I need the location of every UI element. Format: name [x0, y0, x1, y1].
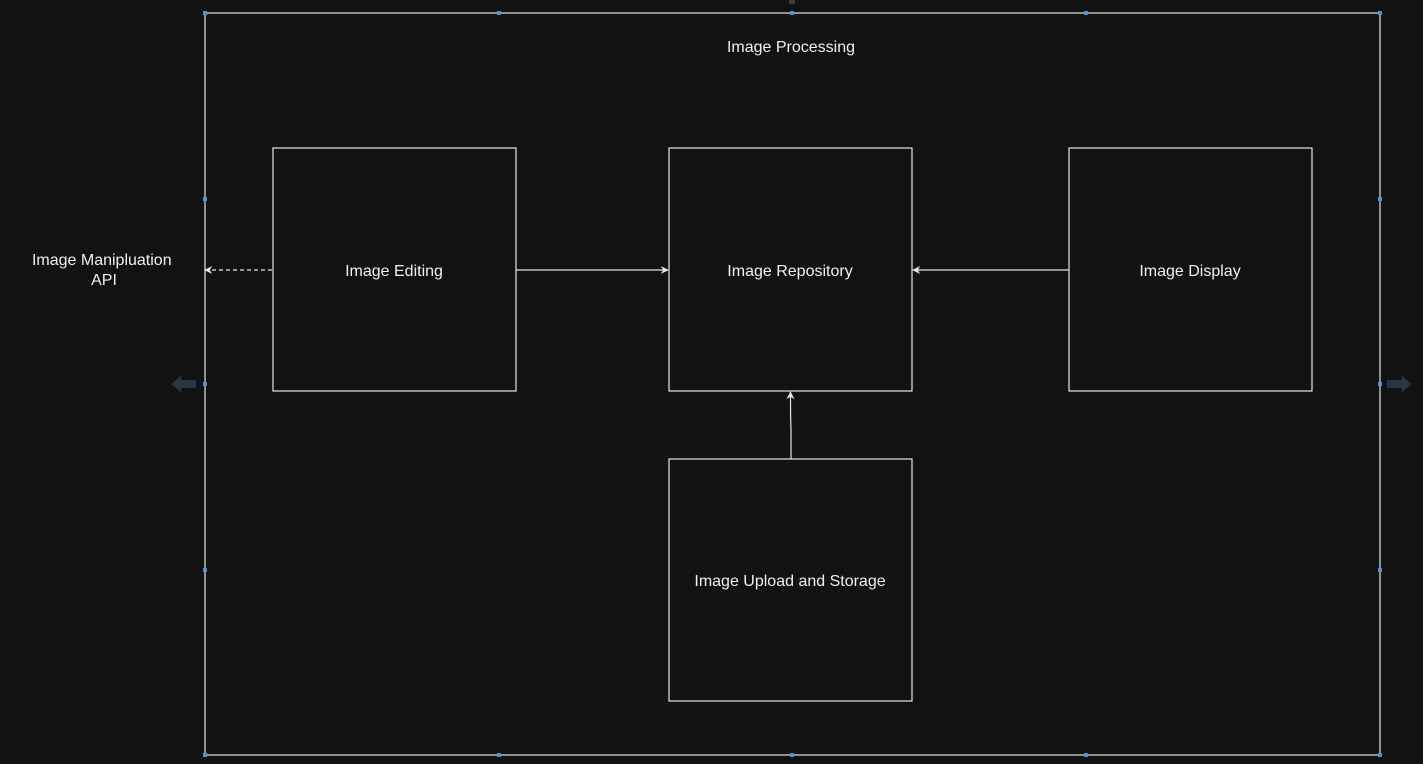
- api-label: Image Manipluation API: [32, 252, 176, 289]
- image-upload-box[interactable]: [668, 458, 913, 702]
- handle-right-3[interactable]: [1378, 568, 1382, 572]
- handle-right-center[interactable]: [1378, 382, 1382, 386]
- image-display-label: Image Display: [1139, 263, 1240, 280]
- handle-left-center[interactable]: [203, 382, 207, 386]
- handle-top-center[interactable]: [790, 11, 794, 15]
- image-display-box[interactable]: [1068, 147, 1313, 392]
- rotate-handle[interactable]: [789, 0, 795, 4]
- handle-top-3[interactable]: [1084, 11, 1088, 15]
- handle-bottom-left[interactable]: [203, 753, 207, 757]
- handle-top-right[interactable]: [1378, 11, 1382, 15]
- expand-left-arrow-icon[interactable]: [171, 376, 196, 392]
- node-image-editing[interactable]: Image Editing: [272, 147, 517, 392]
- node-image-display[interactable]: Image Display: [1068, 147, 1313, 392]
- node-image-repository[interactable]: Image Repository: [668, 147, 913, 392]
- expand-right-arrow-icon[interactable]: [1387, 376, 1412, 392]
- handle-right-1[interactable]: [1378, 197, 1382, 201]
- image-upload-label: Image Upload and Storage: [694, 573, 885, 590]
- image-editing-box[interactable]: [272, 147, 517, 392]
- container-title: Image Processing: [727, 39, 855, 56]
- node-image-upload-storage[interactable]: Image Upload and Storage: [668, 458, 913, 702]
- image-editing-label: Image Editing: [345, 263, 443, 280]
- handle-bottom-3[interactable]: [1084, 753, 1088, 757]
- handle-bottom-1[interactable]: [497, 753, 501, 757]
- api-label-line1: Image Manipluation: [32, 252, 172, 269]
- handle-top-left[interactable]: [203, 11, 207, 15]
- handle-left-3[interactable]: [203, 568, 207, 572]
- handle-bottom-center[interactable]: [790, 753, 794, 757]
- selection-handles[interactable]: [203, 0, 1382, 757]
- handle-left-1[interactable]: [203, 197, 207, 201]
- image-repository-box[interactable]: [668, 147, 913, 392]
- image-repository-label: Image Repository: [727, 263, 852, 280]
- api-label-line2: API: [91, 272, 117, 289]
- handle-top-1[interactable]: [497, 11, 501, 15]
- handle-bottom-right[interactable]: [1378, 753, 1382, 757]
- edge-upload-to-repository[interactable]: [786, 391, 795, 459]
